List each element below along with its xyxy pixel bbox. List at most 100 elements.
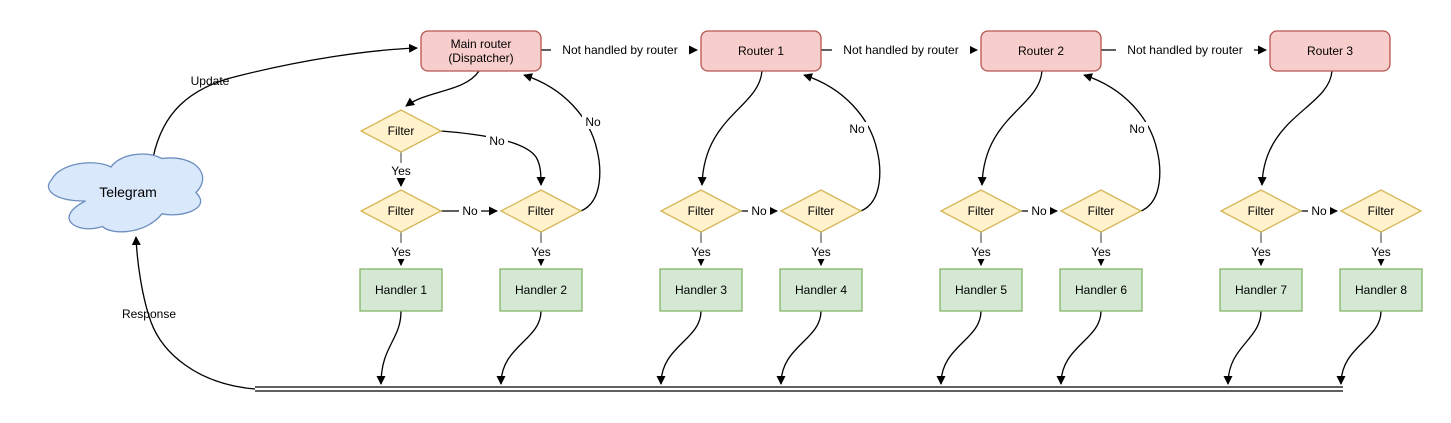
- main-router-label-line1: Main router: [451, 37, 512, 51]
- edge-handler8-to-bus: [1336, 310, 1382, 385]
- svg-text:Yes: Yes: [1371, 245, 1391, 259]
- not-handled-label-1: Not handled by router: [551, 43, 689, 57]
- yes-label: Yes: [1368, 245, 1394, 259]
- handler-1-box: Handler 1: [359, 268, 443, 312]
- svg-text:Yes: Yes: [1091, 245, 1111, 259]
- response-bus-line: [255, 386, 1343, 392]
- filter-router2-left: Filter: [939, 189, 1023, 233]
- edge-no-return-router1: [803, 73, 881, 212]
- edge-handler1-to-bus: [376, 310, 402, 385]
- router-1-box: Router 1: [700, 30, 822, 72]
- handler-3-box: Handler 3: [659, 268, 743, 312]
- response-label: Response: [122, 307, 176, 321]
- filter-router2-right: Filter: [1059, 189, 1143, 233]
- filter-label: Filter: [1088, 204, 1115, 218]
- main-router-box: Main router (Dispatcher): [420, 30, 542, 72]
- telegram-label: Telegram: [99, 184, 157, 200]
- no-label: No: [459, 204, 481, 218]
- svg-text:No: No: [585, 115, 601, 129]
- filter-label: Filter: [688, 204, 715, 218]
- handler-3-label: Handler 3: [675, 283, 727, 297]
- no-label: No: [486, 134, 508, 148]
- handler-8-box: Handler 8: [1339, 268, 1423, 312]
- svg-text:Not handled by router: Not handled by router: [843, 43, 958, 57]
- yes-label: Yes: [1248, 245, 1274, 259]
- svg-text:Not handled by router: Not handled by router: [562, 43, 677, 57]
- not-handled-label-3: Not handled by router: [1116, 43, 1254, 57]
- edge-router1-to-filter: [697, 70, 763, 186]
- filter-router1-right: Filter: [779, 189, 863, 233]
- handler-1-label: Handler 1: [375, 283, 427, 297]
- svg-text:Yes: Yes: [391, 164, 411, 178]
- handler-4-label: Handler 4: [795, 283, 847, 297]
- yes-label: Yes: [968, 245, 994, 259]
- filter-router1-left: Filter: [659, 189, 743, 233]
- no-label: No: [1126, 122, 1148, 136]
- edge-no-return-dispatcher: [523, 73, 601, 212]
- edge-update-arrow: [152, 43, 418, 159]
- router-3-label: Router 3: [1307, 44, 1353, 58]
- router-3-box: Router 3: [1269, 30, 1391, 72]
- no-label: No: [582, 115, 604, 129]
- handler-5-label: Handler 5: [955, 283, 1007, 297]
- router-1-label: Router 1: [738, 44, 784, 58]
- filter-dispatcher-left: Filter: [359, 189, 443, 233]
- svg-text:Yes: Yes: [811, 245, 831, 259]
- not-handled-label-2: Not handled by router: [832, 43, 970, 57]
- edge-handler3-to-bus: [656, 310, 702, 385]
- main-router-label-line2: (Dispatcher): [448, 51, 513, 65]
- handler-7-label: Handler 7: [1235, 283, 1287, 297]
- edge-router2-to-filter: [977, 70, 1043, 186]
- edge-filter-no-curve: [440, 130, 546, 186]
- svg-text:No: No: [751, 204, 767, 218]
- svg-text:Not handled by router: Not handled by router: [1127, 43, 1242, 57]
- handler-5-box: Handler 5: [939, 268, 1023, 312]
- svg-text:Yes: Yes: [531, 245, 551, 259]
- edge-response-arrow: [131, 236, 256, 390]
- svg-text:No: No: [1129, 122, 1145, 136]
- filter-label: Filter: [968, 204, 995, 218]
- edge-handler6-to-bus: [1056, 310, 1102, 385]
- yes-label: Yes: [808, 245, 834, 259]
- filter-label: Filter: [528, 204, 555, 218]
- filter-label: Filter: [1368, 204, 1395, 218]
- svg-text:Yes: Yes: [391, 245, 411, 259]
- router-2-box: Router 2: [980, 30, 1102, 72]
- yes-label: Yes: [688, 245, 714, 259]
- filter-dispatcher-top: Filter: [359, 109, 443, 153]
- svg-text:No: No: [1311, 204, 1327, 218]
- svg-text:No: No: [462, 204, 478, 218]
- edge-dispatcher-to-filter: [405, 70, 480, 107]
- filter-label: Filter: [808, 204, 835, 218]
- filter-dispatcher-right: Filter: [499, 189, 583, 233]
- filter-router3-left: Filter: [1219, 189, 1303, 233]
- handler-4-box: Handler 4: [779, 268, 863, 312]
- telegram-cloud: Telegram: [47, 153, 204, 233]
- no-label: No: [1028, 204, 1050, 218]
- edge-handler4-to-bus: [776, 310, 822, 385]
- yes-label: Yes: [388, 164, 414, 178]
- svg-text:No: No: [1031, 204, 1047, 218]
- handler-6-label: Handler 6: [1075, 283, 1127, 297]
- handler-6-box: Handler 6: [1059, 268, 1143, 312]
- handler-8-label: Handler 8: [1355, 283, 1407, 297]
- handler-7-box: Handler 7: [1219, 268, 1303, 312]
- no-label: No: [748, 204, 770, 218]
- no-label: No: [846, 122, 868, 136]
- filter-label: Filter: [1248, 204, 1275, 218]
- svg-text:No: No: [849, 122, 865, 136]
- filter-label: Filter: [388, 204, 415, 218]
- filter-router3-right: Filter: [1339, 189, 1423, 233]
- edge-handler7-to-bus: [1223, 310, 1262, 385]
- no-label: No: [1308, 204, 1330, 218]
- handler-2-label: Handler 2: [515, 283, 567, 297]
- yes-label: Yes: [388, 245, 414, 259]
- yes-label: Yes: [528, 245, 554, 259]
- svg-text:No: No: [489, 134, 505, 148]
- edge-handler2-to-bus: [496, 310, 542, 385]
- router-2-label: Router 2: [1018, 44, 1064, 58]
- svg-text:Yes: Yes: [971, 245, 991, 259]
- svg-text:Yes: Yes: [691, 245, 711, 259]
- update-label: Update: [191, 74, 230, 88]
